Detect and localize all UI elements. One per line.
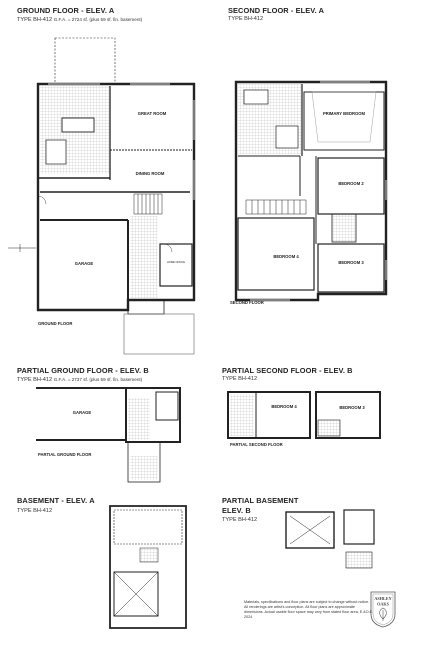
second-a-stairs	[245, 199, 307, 215]
partial-ground-b-plan	[36, 387, 181, 483]
partial-second-label: PARTIAL SECOND FLOOR	[230, 442, 283, 447]
basement-b-plan	[285, 509, 375, 569]
ground-b-title: PARTIAL GROUND FLOOR - ELEV. B	[17, 366, 149, 375]
ground-a-stairs	[133, 193, 163, 215]
pantry	[45, 139, 67, 165]
second-b-subtitle: TYPE BH-412	[222, 376, 258, 382]
ground-a-title: GROUND FLOOR - ELEV. A	[17, 6, 115, 15]
second-floor-a-plan	[234, 80, 388, 302]
logo-line-2: OAKS	[377, 602, 390, 607]
ashley-oaks-logo: ASHLEY OAKS	[370, 591, 396, 628]
bedroom-3-label: BEDROOM 3	[338, 260, 364, 265]
garage-b-label: GARAGE	[73, 410, 92, 415]
oak-leaf-icon	[379, 607, 387, 621]
ground-floor-a-plan	[8, 37, 196, 355]
disclaimer-text: Materials, specifications and floor plan…	[244, 600, 374, 619]
tub	[243, 89, 269, 105]
bedroom-2-walls	[317, 157, 385, 215]
ground-a-type: TYPE BH-412	[17, 17, 53, 23]
bedroom-2-label: BEDROOM 2	[338, 181, 364, 186]
bedroom-3-b-label: BEDROOM 3	[339, 405, 365, 410]
basement-a-walls	[109, 505, 187, 629]
shower	[275, 125, 299, 149]
ground-a-subtitle: TYPE BH-412 G.F.A. = 2724 sf. (plus 59 s…	[17, 16, 142, 24]
basement-b-title-2: ELEV. B	[222, 506, 251, 515]
second-a-title: SECOND FLOOR - ELEV. A	[228, 6, 325, 15]
basement-a-title: BASEMENT - ELEV. A	[17, 496, 95, 505]
bedroom-4-b-walls	[227, 391, 311, 439]
basement-a-plan	[109, 505, 187, 629]
primary-bedroom-walls	[303, 91, 385, 151]
second-b-title: PARTIAL SECOND FLOOR - ELEV. B	[222, 366, 353, 375]
home-office-walls	[159, 243, 193, 287]
garage-label: GARAGE	[75, 261, 94, 266]
ground-b-subtitle: TYPE BH-412 G.F.A. = 2737 sf. (plus 59 s…	[17, 376, 142, 384]
dining-room-label: DINING ROOM	[136, 171, 165, 176]
ground-b-gfa: G.F.A. = 2737 sf. (plus 59 sf. fin. base…	[53, 377, 143, 382]
bedroom-4-b-label: BEDROOM 4	[271, 404, 297, 409]
porch-b	[127, 441, 161, 483]
bedroom-4-walls	[237, 217, 315, 291]
basement-b-walls	[285, 511, 335, 549]
optional-deck	[54, 37, 116, 85]
bath-2	[331, 213, 357, 243]
home-office-b	[155, 391, 179, 421]
porch	[127, 299, 165, 315]
ground-b-type: TYPE BH-412	[17, 377, 53, 383]
basement-a-subtitle: TYPE BH-412	[17, 508, 53, 514]
bedroom-3-b-walls	[315, 391, 381, 439]
partial-ground-label: PARTIAL GROUND FLOOR	[38, 452, 91, 457]
home-office-label: HOME OFFICE	[167, 260, 185, 264]
kitchen-island	[61, 117, 95, 133]
second-a-subtitle: TYPE BH-412	[228, 16, 264, 22]
basement-b-title: PARTIAL BASEMENT	[222, 496, 299, 505]
logo-line-1: ASHLEY	[374, 596, 391, 601]
bedroom-4-label: BEDROOM 4	[273, 254, 299, 259]
ground-floor-label: GROUND FLOOR	[38, 321, 72, 326]
great-room-label: GREAT ROOM	[138, 111, 167, 116]
foyer-tile	[130, 216, 158, 298]
front-walk	[123, 313, 195, 355]
primary-bedroom-label: PRIMARY BEDROOM	[323, 111, 366, 116]
partial-second-b-plan	[227, 391, 381, 439]
second-floor-label: SECOND FLOOR	[230, 300, 264, 305]
bedroom-3-walls	[317, 243, 385, 293]
second-a-exterior-walls	[234, 80, 388, 302]
basement-b-subtitle: TYPE BH-412	[222, 517, 258, 523]
ground-a-gfa: G.F.A. = 2724 sf. (plus 59 sf. fin. base…	[53, 17, 143, 22]
